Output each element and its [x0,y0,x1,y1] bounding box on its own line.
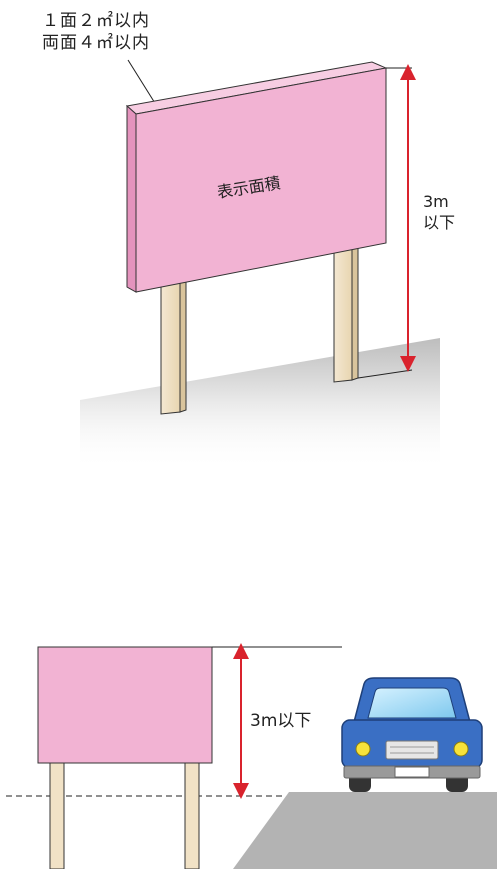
right-post [333,246,359,383]
ground-slope [80,338,440,470]
bottom-height-label: 3m以下 [250,711,311,731]
bottom-sign-board [37,646,213,764]
area-limit-note: １面２㎡以内 両面４㎡以内 [42,10,150,54]
car-icon [341,677,483,792]
area-limit-one-side: １面２㎡以内 [42,11,150,30]
area-limit-both-sides: 両面４㎡以内 [42,33,150,52]
top-height-suffix: 以下 [423,213,455,232]
sign-board [125,61,388,293]
bottom-left-post [49,762,65,869]
road [233,792,497,869]
top-height-value: 3m [423,192,449,211]
bottom-right-post [184,762,200,869]
left-post [160,279,187,415]
